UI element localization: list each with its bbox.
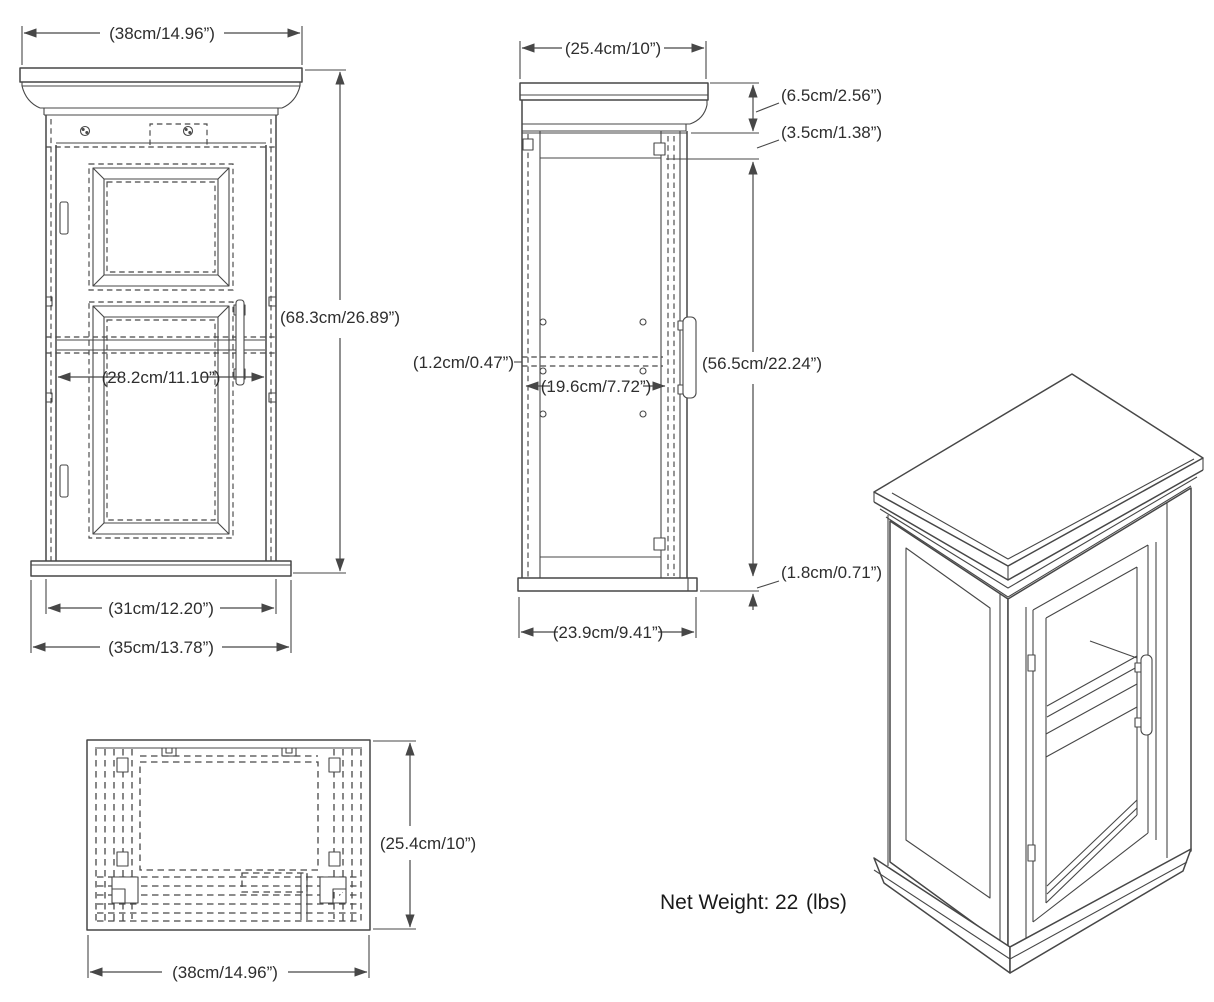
- corner-bracket-right: [319, 876, 347, 904]
- door-handle-side: [677, 316, 697, 399]
- dim-side-base-height: (1.8cm/0.71”): [781, 563, 882, 582]
- dim-front-body-width: (31cm/12.20”): [108, 599, 214, 618]
- dim-side-top-rail-height: (3.5cm/1.38”): [781, 123, 882, 142]
- bottom-view: (25.4cm/10”) (38cm/14.96”): [86, 739, 476, 982]
- dim-bottom-depth: (25.4cm/10”): [380, 834, 476, 853]
- iso-glass-door: [1027, 542, 1157, 923]
- hinge-top: [59, 201, 69, 235]
- front-upper-panel: [88, 163, 234, 291]
- iso-hinge-top: [1027, 654, 1036, 672]
- isometric-view: [873, 373, 1204, 974]
- dim-side-door-height: (56.5cm/22.24”): [702, 354, 822, 373]
- shelf-pin-holes: [539, 318, 647, 418]
- iso-hinge-bottom: [1027, 844, 1036, 862]
- dim-side-depth: (25.4cm/10”): [565, 39, 661, 58]
- front-view: (38cm/14.96”): [19, 24, 400, 657]
- net-weight: Net Weight: 22 (lbs): [660, 891, 847, 914]
- net-weight-unit: (lbs): [806, 891, 847, 914]
- dim-front-overall-width: (38cm/14.96”): [109, 24, 215, 43]
- screw-left: [79, 125, 91, 137]
- net-weight-label: Net Weight:: [660, 891, 769, 914]
- dim-side-shelf-thickness: (1.2cm/0.47”): [413, 353, 514, 372]
- corner-bracket-left: [111, 876, 139, 904]
- wall-bracket-icon: [522, 138, 534, 151]
- screw-right: [182, 125, 194, 137]
- dim-side-interior-depth: (19.6cm/7.72”): [541, 377, 652, 396]
- dim-bottom-width: (38cm/14.96”): [172, 963, 278, 982]
- hinge-bottom: [59, 464, 69, 498]
- side-hinge-top: [653, 142, 666, 156]
- net-weight-value: 22: [775, 891, 798, 914]
- iso-door-handle: [1134, 654, 1153, 736]
- dim-side-base-depth: (23.9cm/9.41”): [553, 623, 664, 642]
- dim-front-overall-height: (68.3cm/26.89”): [280, 308, 400, 327]
- dim-front-base-width: (35cm/13.78”): [108, 638, 214, 657]
- side-hinge-bottom: [653, 537, 666, 551]
- dim-side-crown-height: (6.5cm/2.56”): [781, 86, 882, 105]
- dim-front-interior-width: (28.2cm/11.10”): [102, 368, 221, 387]
- side-view: (25.4cm/10”): [413, 39, 882, 642]
- front-lower-panel: [88, 301, 234, 539]
- door-handle-front: [233, 299, 246, 386]
